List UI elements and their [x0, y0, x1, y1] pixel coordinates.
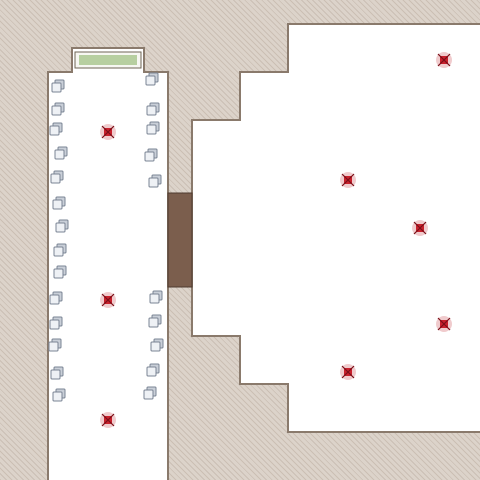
- red-marker-icon[interactable]: [340, 172, 356, 188]
- crate-icon[interactable]: [150, 338, 164, 352]
- red-marker-icon[interactable]: [340, 364, 356, 380]
- crate-icon[interactable]: [146, 102, 160, 116]
- red-marker-icon[interactable]: [436, 316, 452, 332]
- red-marker-icon[interactable]: [100, 124, 116, 140]
- crate-icon[interactable]: [146, 121, 160, 135]
- red-marker-icon[interactable]: [412, 220, 428, 236]
- crate-icon[interactable]: [49, 291, 63, 305]
- crate-icon[interactable]: [145, 72, 159, 86]
- crate-icon[interactable]: [52, 196, 66, 210]
- crate-icon[interactable]: [149, 290, 163, 304]
- doorway[interactable]: [167, 192, 193, 288]
- markers-layer: [100, 52, 452, 428]
- crate-icon[interactable]: [50, 170, 64, 184]
- crate-icon[interactable]: [144, 148, 158, 162]
- crates-layer: [48, 72, 164, 402]
- crate-icon[interactable]: [143, 386, 157, 400]
- crate-icon[interactable]: [148, 174, 162, 188]
- red-marker-icon[interactable]: [436, 52, 452, 68]
- crate-icon[interactable]: [51, 79, 65, 93]
- crate-icon[interactable]: [52, 388, 66, 402]
- crate-icon[interactable]: [49, 122, 63, 136]
- crate-icon[interactable]: [55, 219, 69, 233]
- rooms-layer: [47, 23, 480, 480]
- crate-icon[interactable]: [50, 366, 64, 380]
- crate-icon[interactable]: [148, 314, 162, 328]
- east-hall-room: [191, 23, 480, 433]
- crate-icon[interactable]: [54, 146, 68, 160]
- west-corridor-room: [47, 47, 169, 480]
- bed[interactable]: [74, 51, 142, 69]
- bed-blanket: [79, 55, 137, 65]
- red-marker-icon[interactable]: [100, 412, 116, 428]
- crate-icon[interactable]: [49, 316, 63, 330]
- crate-icon[interactable]: [53, 265, 67, 279]
- crate-icon[interactable]: [146, 363, 160, 377]
- crate-icon[interactable]: [51, 102, 65, 116]
- red-marker-icon[interactable]: [100, 292, 116, 308]
- crate-icon[interactable]: [48, 338, 62, 352]
- crate-icon[interactable]: [53, 243, 67, 257]
